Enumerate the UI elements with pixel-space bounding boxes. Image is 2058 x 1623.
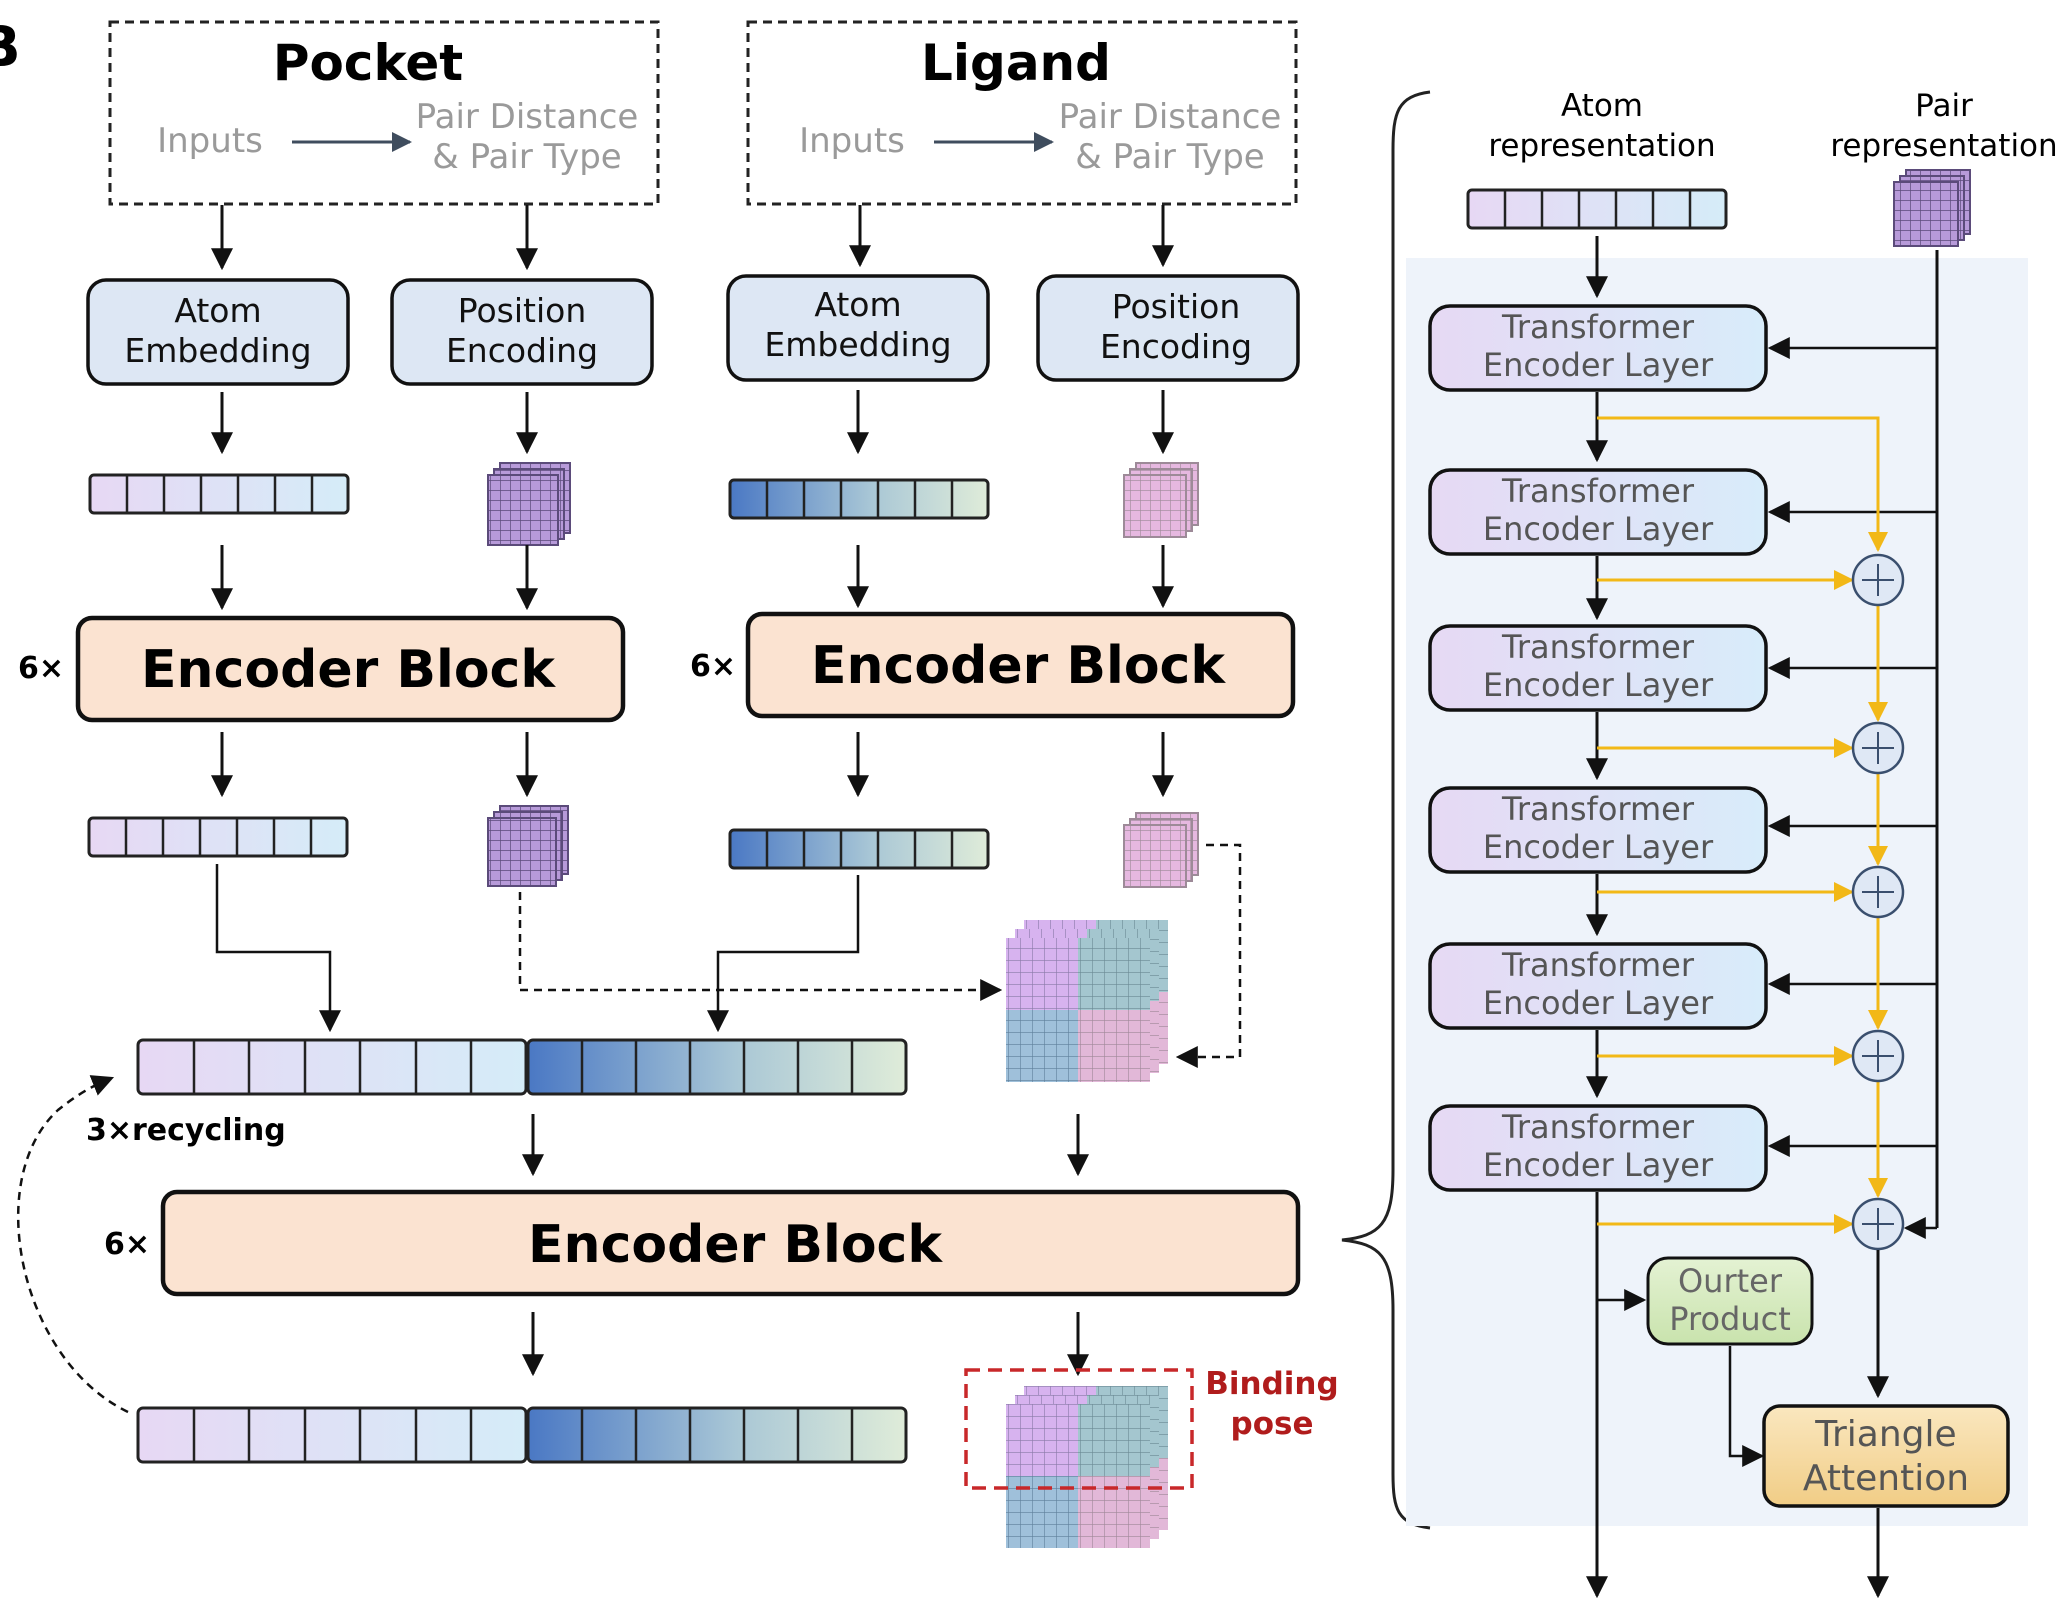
yellow-flow	[1597, 416, 1888, 1234]
layer-label-line2: Encoder Layer	[1483, 1146, 1714, 1184]
add-node	[1851, 553, 1905, 607]
transformer-layer-5: Transformer Encoder Layer	[1428, 942, 1937, 1030]
ligand-atom-embedding-line1: Atom	[814, 285, 901, 324]
joint-pair-matrix-icon	[1006, 920, 1168, 1082]
ligand-input-box	[746, 20, 1298, 206]
outer-product-box	[1646, 1256, 1814, 1346]
pocket-input-box	[108, 20, 660, 206]
transformer-layer-1: Transformer Encoder Layer	[1428, 304, 1937, 392]
pocket-position-encoding-line1: Position	[458, 291, 587, 330]
pocket-encoder-repeat: 6×	[18, 651, 64, 686]
panel-letter: B	[0, 15, 21, 80]
transformer-layer-3: Transformer Encoder Layer	[1428, 624, 1937, 712]
pocket-pair-line2: & Pair Type	[432, 137, 621, 177]
pocket-atom-vector	[88, 473, 350, 515]
add-node	[1851, 865, 1905, 919]
ligand-position-encoding-line2: Encoding	[1100, 327, 1252, 366]
layer-label-line1: Transformer	[1501, 628, 1695, 666]
connector	[215, 864, 341, 1033]
ligand-encoder-repeat: 6×	[690, 649, 736, 684]
add-node	[1851, 1197, 1905, 1251]
layer-label-line2: Encoder Layer	[1483, 510, 1714, 548]
triangle-attention-box	[1762, 1404, 2010, 1508]
transformer-layer-2: Transformer Encoder Layer	[1428, 468, 1937, 556]
binding-pose-highlight	[964, 1368, 1194, 1490]
layer-label-line2: Encoder Layer	[1483, 828, 1714, 866]
joint-section: 3×recycling 6× Encoder Block	[17, 920, 1339, 1548]
layer-label-line1: Transformer	[1501, 790, 1695, 828]
yellow-arrow	[1597, 416, 1888, 552]
layer-label-line2: Encoder Layer	[1483, 984, 1714, 1022]
layer-label-line1: Transformer	[1501, 308, 1695, 346]
ligand-pair-matrix-icon	[1123, 462, 1199, 538]
pocket-title: Pocket	[273, 34, 463, 92]
triangle-attention-line2: Attention	[1803, 1458, 1969, 1499]
atom-rep-line2: representation	[1488, 128, 1715, 164]
transformer-layer-4: Transformer Encoder Layer	[1428, 786, 1937, 874]
ligand-encoder-label: Encoder Block	[811, 636, 1226, 696]
ligand-section: Ligand Inputs Pair Distance & Pair Type …	[690, 20, 1300, 888]
binding-pose-line2: pose	[1231, 1406, 1314, 1442]
atom-rep-line1: Atom	[1561, 88, 1643, 124]
pocket-atom-embedding-line2: Embedding	[124, 331, 311, 370]
pocket-encoder-label: Encoder Block	[141, 640, 556, 700]
outer-product-line2: Product	[1669, 1300, 1791, 1338]
pocket-atom-vector-out	[87, 816, 349, 858]
ligand-position-encoding-box	[1036, 274, 1300, 382]
ligand-encoder-block	[745, 611, 1296, 719]
pocket-pair-matrix-icon	[487, 462, 571, 546]
pocket-section: Pocket Inputs Pair Distance & Pair Type …	[18, 20, 660, 887]
ligand-position-encoding-line1: Position	[1112, 287, 1241, 326]
ligand-atom-embedding-line2: Embedding	[764, 325, 951, 364]
ligand-atom-vector-out	[728, 828, 990, 870]
pocket-encoder-block	[75, 615, 626, 723]
dashed-connector	[1175, 843, 1242, 1068]
joint-encoder-block	[160, 1189, 1301, 1297]
detail-panel: Atom representation Pair representation …	[1406, 88, 2058, 1599]
recycling-arrow	[17, 1075, 129, 1414]
pocket-position-encoding-box	[390, 278, 654, 386]
triangle-attention-line1: Triangle	[1814, 1414, 1956, 1455]
joint-atom-vector	[136, 1038, 908, 1096]
layer-label-line1: Transformer	[1501, 1108, 1695, 1146]
add-node	[1851, 721, 1905, 775]
ligand-pair-line1: Pair Distance	[1059, 97, 1282, 137]
ligand-pair-matrix-out-icon	[1123, 812, 1199, 888]
pocket-atom-embedding-box	[86, 278, 350, 386]
pocket-atom-embedding-line1: Atom	[174, 291, 261, 330]
pair-rep-matrix-icon	[1893, 169, 1971, 247]
pocket-position-encoding-line2: Encoding	[446, 331, 598, 370]
transformer-layer-6: Transformer Encoder Layer	[1428, 1104, 1937, 1192]
ligand-title: Ligand	[921, 34, 1111, 92]
layer-label-line1: Transformer	[1501, 946, 1695, 984]
outer-product-line1: Ourter	[1678, 1262, 1783, 1300]
binding-pose-matrix-icon	[1006, 1386, 1168, 1548]
layer-label-line2: Encoder Layer	[1483, 346, 1714, 384]
add-node	[1851, 1029, 1905, 1083]
merge-connectors	[215, 843, 1242, 1068]
ligand-atom-embedding-box	[726, 274, 990, 382]
layer-label-line2: Encoder Layer	[1483, 666, 1714, 704]
recycling-label: 3×recycling	[86, 1113, 286, 1148]
detail-brace	[1341, 90, 1431, 1530]
ligand-pair-line2: & Pair Type	[1075, 137, 1264, 177]
joint-encoder-repeat: 6×	[104, 1227, 150, 1262]
pocket-pair-matrix-out-icon	[487, 805, 569, 887]
pair-rep-line1: Pair	[1915, 88, 1973, 124]
layer-label-line1: Transformer	[1501, 472, 1695, 510]
binding-pose-line1: Binding	[1205, 1366, 1338, 1402]
joint-encoder-label: Encoder Block	[528, 1215, 943, 1275]
ligand-atom-vector	[728, 478, 990, 520]
dashed-connector	[518, 892, 1003, 1001]
joint-atom-vector-out	[136, 1406, 908, 1464]
connector	[707, 875, 860, 1033]
ligand-inputs-label: Inputs	[799, 121, 905, 161]
outer-to-triangle-arrow	[1728, 1346, 1765, 1467]
pair-rep-line2: representation	[1830, 128, 2057, 164]
atom-rep-vector	[1466, 188, 1728, 230]
pocket-pair-line1: Pair Distance	[416, 97, 639, 137]
pocket-inputs-label: Inputs	[157, 121, 263, 161]
